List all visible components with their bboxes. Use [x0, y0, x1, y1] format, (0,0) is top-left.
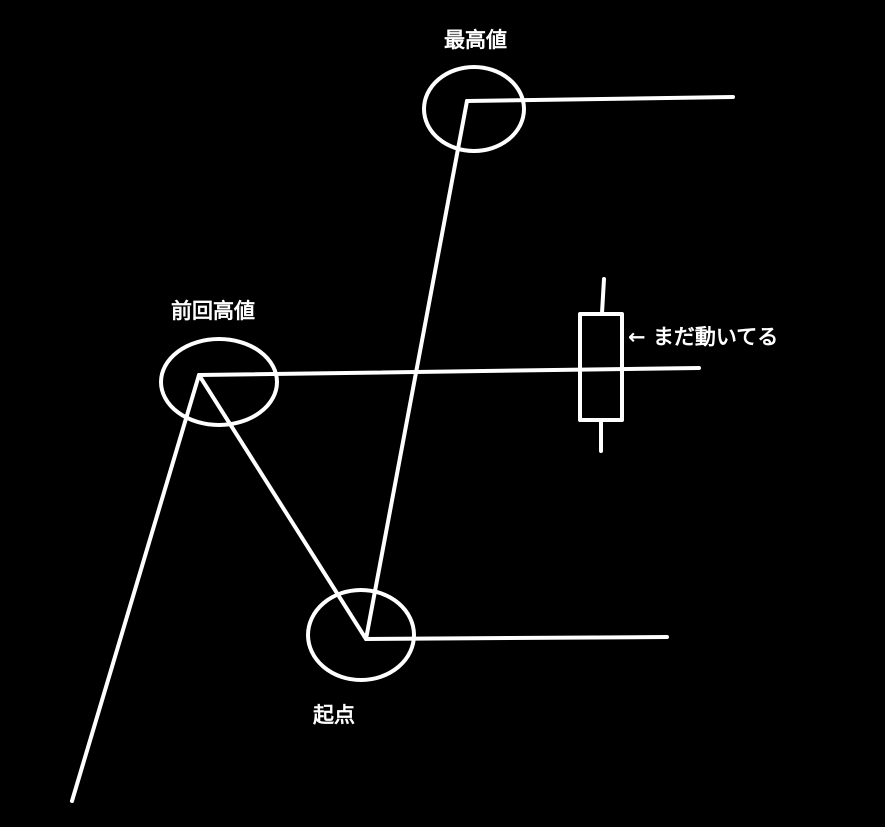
still-moving-label: ← まだ動いてる — [628, 325, 778, 349]
high-value-label: 最高値 — [444, 28, 507, 52]
high-value-horizontal-line — [465, 95, 735, 103]
high-value-circle — [422, 65, 526, 153]
candle-upper-wick — [600, 277, 606, 315]
starting-point-horizontal-line — [364, 635, 669, 641]
previous-high-circle — [159, 337, 279, 427]
previous-high-horizontal-line — [197, 366, 701, 377]
starting-point-circle — [306, 588, 416, 682]
starting-point-label: 起点 — [312, 703, 355, 727]
previous-high-label: 前回高値 — [171, 299, 255, 323]
